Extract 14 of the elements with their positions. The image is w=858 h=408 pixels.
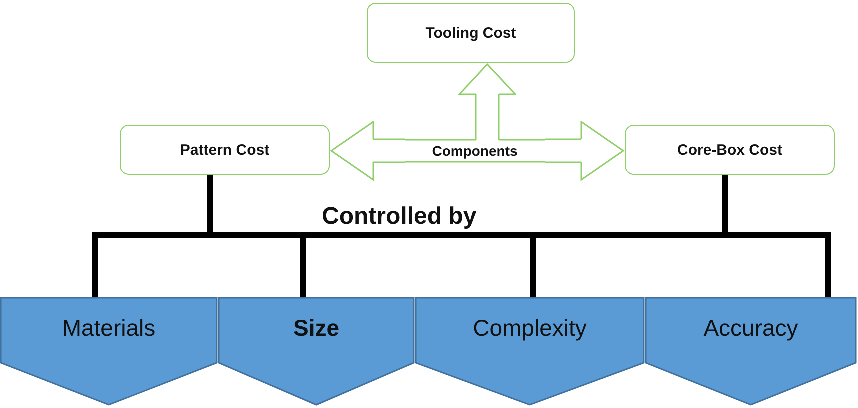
factor-label: Accuracy bbox=[704, 315, 798, 342]
cost-box: Core-Box Cost bbox=[625, 125, 835, 175]
factor-label: Size bbox=[293, 315, 340, 342]
cost-box: Tooling Cost bbox=[367, 3, 575, 63]
factor-pentagon bbox=[415, 297, 645, 407]
bus-label: Controlled by bbox=[322, 203, 477, 231]
factor-pentagon bbox=[0, 297, 218, 407]
block-arrow bbox=[330, 121, 405, 181]
factor-pentagon bbox=[218, 297, 415, 407]
factor-pentagon bbox=[645, 297, 857, 407]
cost-box: Pattern Cost bbox=[120, 125, 330, 175]
factor-label: Complexity bbox=[473, 315, 587, 342]
factor-label: Materials bbox=[62, 315, 156, 342]
arrow-label: Components bbox=[432, 143, 518, 159]
